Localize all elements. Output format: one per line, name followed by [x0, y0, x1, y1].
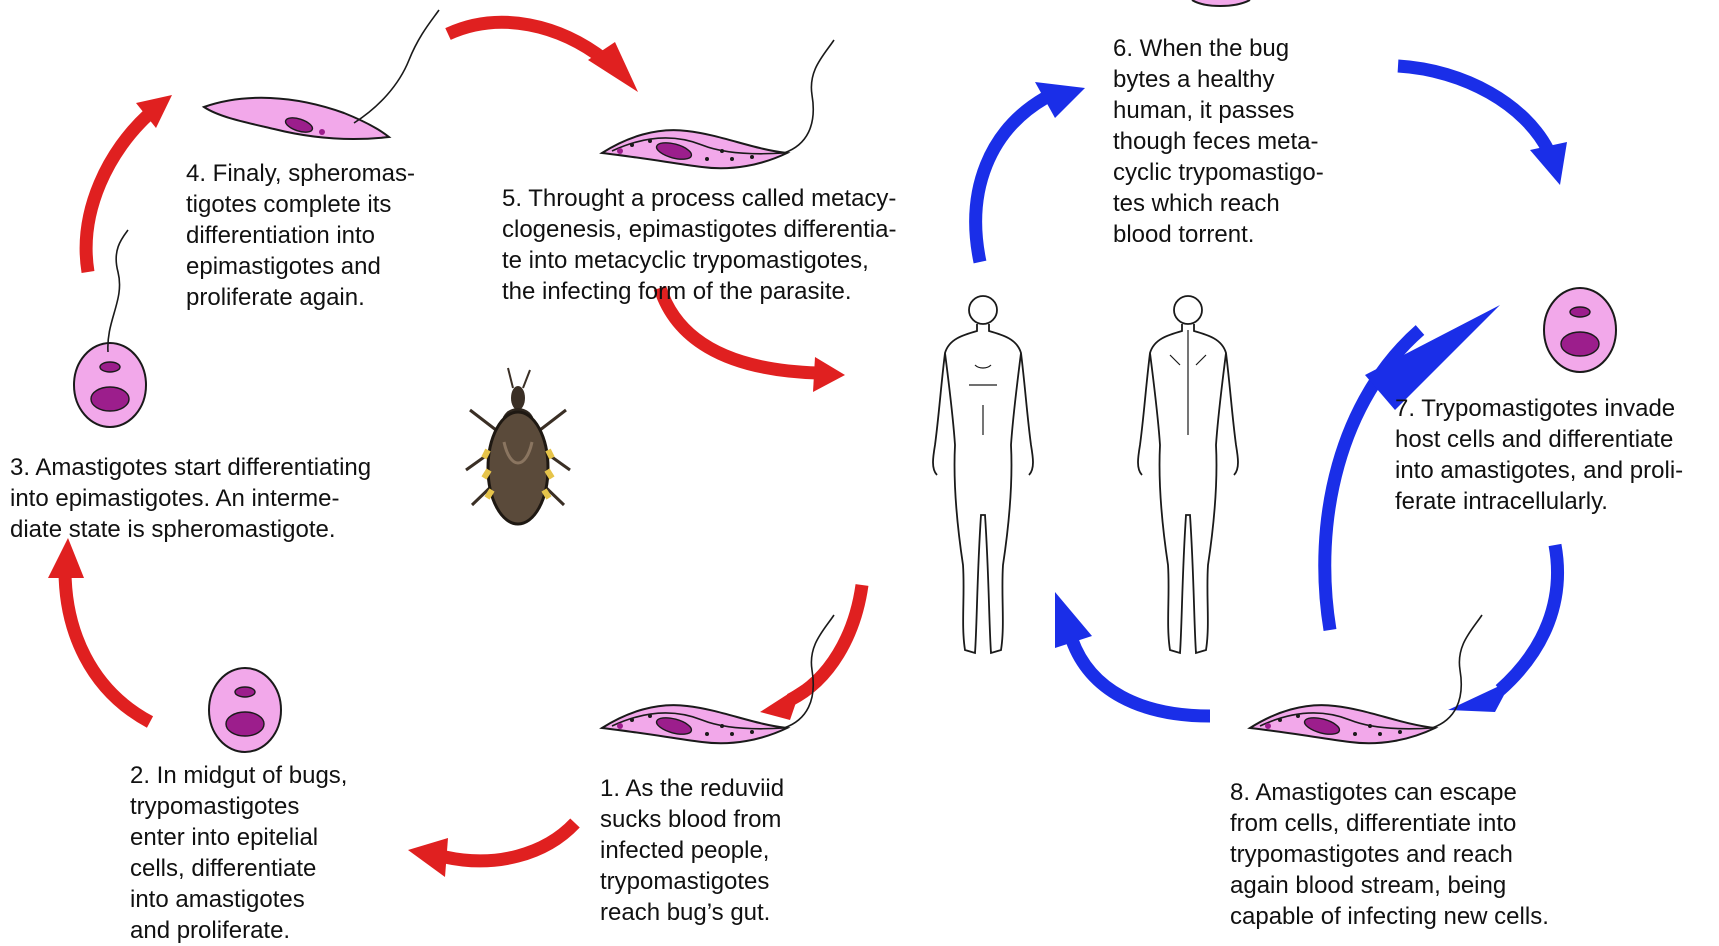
- arrow-step5-to-human-head: [813, 357, 845, 392]
- amastigote-icon-step2: [209, 668, 281, 752]
- arrow-step7-to-step8-head: [1448, 680, 1512, 712]
- step-7-text: 7. Trypomastigotes invade host cells and…: [1395, 393, 1683, 517]
- arrow-step2-to-step3: [65, 570, 150, 722]
- epimastigote-icon-step4: [204, 10, 439, 139]
- step-3-text: 3. Amastigotes start differentiating int…: [10, 452, 371, 545]
- step-2-text: 2. In midgut of bugs, trypomastigotes en…: [130, 760, 347, 946]
- arrow-step1-to-step2: [445, 823, 575, 861]
- human-back-icon: [1138, 296, 1238, 653]
- arrow-step8-to-human-head: [1055, 592, 1092, 648]
- arrow-step7-to-step8: [1500, 545, 1558, 690]
- step-4-text: 4. Finaly, spheromas- tigotes complete i…: [186, 158, 415, 313]
- triatomine-bug-icon: [466, 368, 570, 524]
- arrow-step4-to-step5: [448, 22, 605, 60]
- trypomastigote-icon-step8: [1250, 615, 1482, 743]
- trypomastigote-icon-step1: [602, 615, 834, 743]
- step-1-text: 1. As the reduviid sucks blood from infe…: [600, 773, 784, 928]
- arrow-human-to-step1-head: [760, 685, 802, 720]
- arrow-step6-to-step7-head: [1530, 142, 1567, 185]
- cut-off-parasite-icon-top: [1192, 0, 1250, 6]
- arrow-human-to-step6: [976, 98, 1045, 262]
- human-front-icon: [933, 296, 1033, 653]
- arrow-step1-to-step2-head: [408, 838, 448, 877]
- step-5-text: 5. Throught a process called metacy- clo…: [502, 183, 896, 307]
- arrow-step8-to-human: [1072, 640, 1210, 716]
- metacyclic-trypomastigote-icon-step5: [602, 40, 834, 168]
- step-8-text: 8. Amastigotes can escape from cells, di…: [1230, 777, 1549, 932]
- step-6-text: 6. When the bug bytes a healthy human, i…: [1113, 33, 1324, 250]
- amastigote-icon-step7: [1544, 288, 1616, 372]
- arrow-human-to-step1: [790, 585, 862, 700]
- arrow-step6-to-step7: [1398, 66, 1548, 150]
